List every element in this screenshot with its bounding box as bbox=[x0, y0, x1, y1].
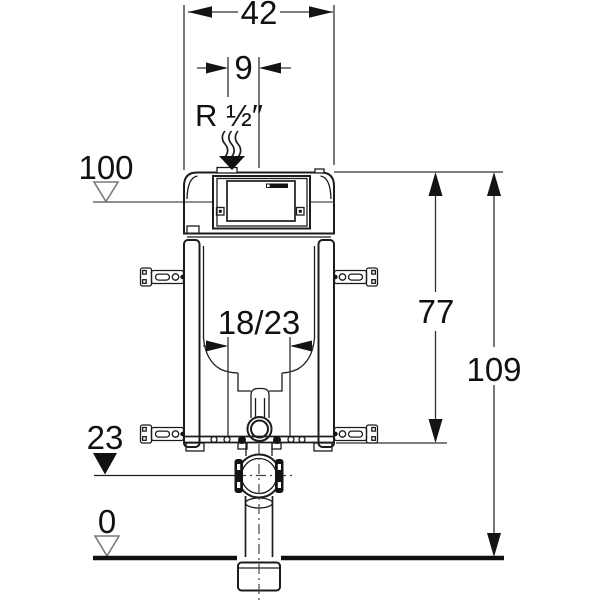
frame-tab bbox=[237, 442, 248, 450]
crossbar-hole bbox=[210, 435, 218, 444]
arrow-up-icon bbox=[487, 172, 501, 196]
arrow-left-icon bbox=[259, 62, 281, 74]
arrow-right-icon bbox=[206, 340, 228, 352]
crossbar-hole bbox=[298, 435, 306, 444]
arrow-right-icon bbox=[309, 6, 333, 18]
label-total-height: 109 bbox=[466, 351, 521, 388]
label-level-0: 0 bbox=[98, 503, 116, 540]
level-triangle-open-icon bbox=[92, 181, 120, 204]
clamp-slot bbox=[277, 482, 281, 488]
label-supply-thread: R ½″ bbox=[195, 98, 263, 133]
top-tab bbox=[314, 168, 325, 174]
panel-clip-left bbox=[215, 206, 225, 216]
squiggle-line bbox=[228, 130, 235, 158]
label-supply-offset: 9 bbox=[234, 49, 252, 86]
label-level-23: 23 bbox=[87, 419, 124, 456]
cistern-corner-line-right bbox=[320, 175, 332, 200]
water-supply-nipple bbox=[216, 166, 238, 174]
bend-clamp-left bbox=[234, 459, 243, 493]
frame-foot-left bbox=[185, 442, 205, 452]
water-supply-squiggle-icon bbox=[221, 130, 242, 158]
brand-logo-mark bbox=[267, 184, 270, 188]
panel-clip-left-dot bbox=[218, 209, 222, 213]
bottom-crossbar bbox=[184, 435, 334, 452]
level-marker-100: 100 bbox=[78, 149, 213, 204]
cistern-corner-line-left bbox=[186, 175, 198, 200]
frame-rail-right bbox=[317, 239, 335, 448]
arrow-down-icon bbox=[428, 419, 443, 443]
tank-step-right bbox=[269, 373, 283, 392]
arrow-down-icon bbox=[487, 533, 501, 557]
label-level-100: 100 bbox=[78, 149, 133, 186]
label-frame-height: 77 bbox=[418, 293, 455, 330]
flush-pipe-outlet-inner bbox=[250, 419, 269, 439]
bend-clamp-right bbox=[275, 459, 284, 493]
dimension-width-top: 42 bbox=[183, 0, 335, 170]
bracket-upper-right bbox=[332, 267, 379, 287]
water-supply-connection: R ½″ bbox=[195, 98, 263, 170]
crossbar-bolt bbox=[273, 436, 281, 444]
tank-interior bbox=[202, 246, 316, 442]
access-panel-plate bbox=[226, 180, 296, 222]
flush-pipe-outlet-outer bbox=[246, 416, 273, 442]
level-triangle-filled-icon bbox=[93, 453, 117, 475]
access-panel bbox=[212, 175, 311, 230]
cistern-notch bbox=[186, 225, 200, 235]
arrow-left-icon bbox=[188, 6, 212, 18]
panel-clip-right bbox=[295, 206, 305, 216]
crossbar-hole bbox=[287, 435, 295, 444]
brand-logo-bar bbox=[266, 183, 288, 188]
dimension-total-height: 109 bbox=[466, 172, 522, 557]
squiggle-line bbox=[221, 130, 229, 158]
dimension-flush-pipe-depth: 18/23 bbox=[203, 304, 314, 436]
dimension-frame-height: 77 bbox=[418, 172, 455, 443]
bracket-lower-left bbox=[139, 424, 186, 444]
clamp-slot bbox=[237, 464, 241, 470]
arrow-right-icon bbox=[206, 62, 228, 74]
bracket-upper-left bbox=[139, 267, 186, 287]
label-flush-pipe-depth: 18/23 bbox=[218, 304, 301, 341]
label-width-top: 42 bbox=[241, 0, 278, 31]
level-marker-0: 0 bbox=[93, 503, 504, 561]
dimension-heights: 77 109 bbox=[334, 171, 522, 557]
access-panel-inner-frame bbox=[216, 177, 308, 227]
drain-assembly bbox=[234, 443, 284, 600]
clamp-slot bbox=[237, 482, 241, 488]
level-marker-23: 23 bbox=[87, 419, 296, 477]
access-panel-frame bbox=[212, 175, 311, 230]
tank-step-left bbox=[237, 373, 251, 392]
frame-foot-right bbox=[313, 442, 333, 452]
arrow-up-icon bbox=[428, 172, 443, 196]
panel-clip-right-dot bbox=[298, 209, 302, 213]
crossbar-bolt bbox=[238, 436, 246, 444]
arrow-left-icon bbox=[290, 340, 312, 352]
dimension-supply-offset: 9 bbox=[197, 49, 291, 168]
supply-arrow-down-icon bbox=[219, 156, 245, 170]
clamp-slot bbox=[277, 464, 281, 470]
bracket-lower-right bbox=[332, 424, 379, 444]
squiggle-line bbox=[234, 130, 242, 158]
crossbar-hole bbox=[223, 435, 231, 444]
flush-valve-neck bbox=[250, 387, 270, 418]
floor-triangle-open-icon bbox=[93, 535, 121, 558]
frame-rail-left bbox=[183, 239, 201, 448]
